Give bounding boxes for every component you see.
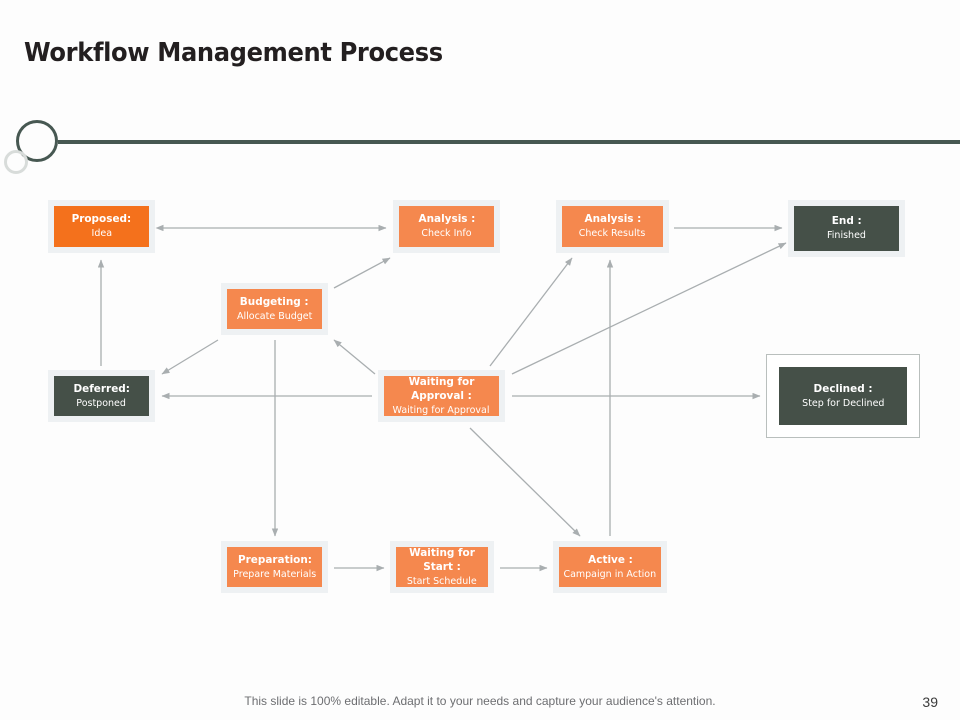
node-analysis-check-info-title: Analysis : — [418, 212, 475, 226]
edge-approval-budgeting — [333, 339, 376, 375]
node-analysis-check-results[interactable]: Analysis : Check Results — [556, 200, 669, 253]
node-budgeting[interactable]: Budgeting : Allocate Budget — [221, 283, 328, 335]
page-number: 39 — [922, 694, 938, 710]
node-declined-subtitle: Step for Declined — [801, 397, 885, 409]
node-active[interactable]: Active : Campaign in Action — [553, 541, 667, 593]
node-preparation-body: Preparation: Prepare Materials — [227, 547, 322, 587]
page-title: Workflow Management Process — [24, 38, 443, 68]
decorative-circle-small-icon — [4, 150, 28, 174]
node-waiting-for-start[interactable]: Waiting for Start : Start Schedule — [390, 541, 494, 593]
node-active-subtitle: Campaign in Action — [563, 568, 657, 580]
node-analysis-check-results-subtitle: Check Results — [579, 228, 646, 240]
edge-budgeting-analysis-info — [333, 257, 391, 289]
edge-budgeting-deferred — [161, 339, 219, 375]
node-budgeting-subtitle: Allocate Budget — [236, 310, 313, 322]
node-analysis-check-results-body: Analysis : Check Results — [562, 206, 663, 247]
node-deferred-title: Deferred: — [73, 381, 130, 395]
node-declined-body: Declined : Step for Declined — [779, 367, 907, 425]
header-rule — [58, 140, 960, 144]
node-declined-title: Declined : — [813, 381, 873, 395]
node-analysis-check-info-body: Analysis : Check Info — [399, 206, 494, 247]
node-proposed[interactable]: Proposed: Idea — [48, 200, 155, 253]
node-waiting-for-approval[interactable]: Waiting for Approval : Waiting for Appro… — [378, 370, 505, 422]
node-analysis-check-results-title: Analysis : — [584, 212, 641, 226]
node-preparation-subtitle: Prepare Materials — [232, 568, 317, 580]
node-deferred-subtitle: Postponed — [76, 397, 127, 409]
node-active-title: Active : — [587, 552, 633, 566]
node-deferred[interactable]: Deferred: Postponed — [48, 370, 155, 422]
node-end-body: End : Finished — [794, 206, 899, 251]
node-waiting-for-start-subtitle: Start Schedule — [407, 575, 477, 587]
node-proposed-title: Proposed: — [71, 212, 132, 226]
node-budgeting-title: Budgeting : — [240, 294, 309, 308]
node-proposed-body: Proposed: Idea — [54, 206, 149, 247]
decorative-circle-large-icon — [16, 120, 58, 162]
node-waiting-for-approval-title: Waiting for Approval : — [408, 375, 475, 402]
node-waiting-for-approval-body: Waiting for Approval : Waiting for Appro… — [384, 375, 499, 416]
node-proposed-subtitle: Idea — [91, 228, 112, 240]
node-end-title: End : — [831, 214, 862, 228]
node-active-body: Active : Campaign in Action — [559, 547, 661, 587]
node-waiting-for-start-body: Waiting for Start : Start Schedule — [396, 546, 488, 587]
node-waiting-for-start-title: Waiting for Start : — [409, 546, 475, 573]
node-end-subtitle: Finished — [827, 230, 866, 242]
node-budgeting-body: Budgeting : Allocate Budget — [227, 289, 322, 329]
node-analysis-check-info-subtitle: Check Info — [421, 228, 472, 240]
edge-approval-end — [511, 242, 787, 375]
node-waiting-for-approval-subtitle: Waiting for Approval — [393, 404, 490, 416]
node-deferred-body: Deferred: Postponed — [54, 376, 149, 416]
node-preparation-title: Preparation: — [237, 552, 312, 566]
node-analysis-check-info[interactable]: Analysis : Check Info — [393, 200, 500, 253]
node-preparation[interactable]: Preparation: Prepare Materials — [221, 541, 328, 593]
footer-note: This slide is 100% editable. Adapt it to… — [244, 694, 716, 708]
node-end[interactable]: End : Finished — [788, 200, 905, 257]
edge-approval-analysis-results — [489, 257, 573, 367]
edge-approval-active — [469, 427, 581, 537]
node-declined[interactable]: Declined : Step for Declined — [766, 354, 920, 438]
